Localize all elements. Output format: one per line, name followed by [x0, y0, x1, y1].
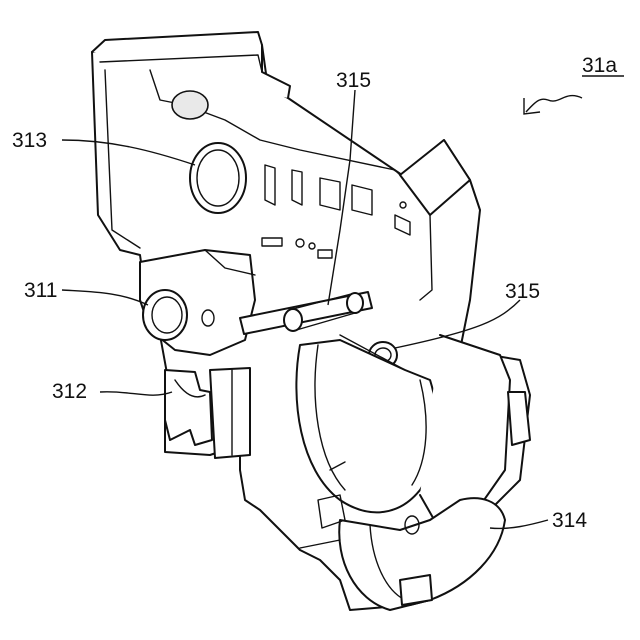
- left-bore-block: [140, 250, 255, 355]
- label-312: 312: [52, 380, 87, 403]
- label-311: 311: [24, 279, 57, 302]
- pipe-313-outer: [190, 143, 246, 213]
- label-31a: 31a: [582, 54, 617, 77]
- label-314: 314: [552, 509, 587, 532]
- leader-312: [100, 392, 172, 395]
- label-315-center: 315: [336, 69, 371, 92]
- assembly-arrow: [526, 96, 582, 112]
- leader-311: [62, 290, 148, 305]
- label-315-right: 315: [505, 280, 540, 303]
- label-313: 313: [12, 129, 47, 152]
